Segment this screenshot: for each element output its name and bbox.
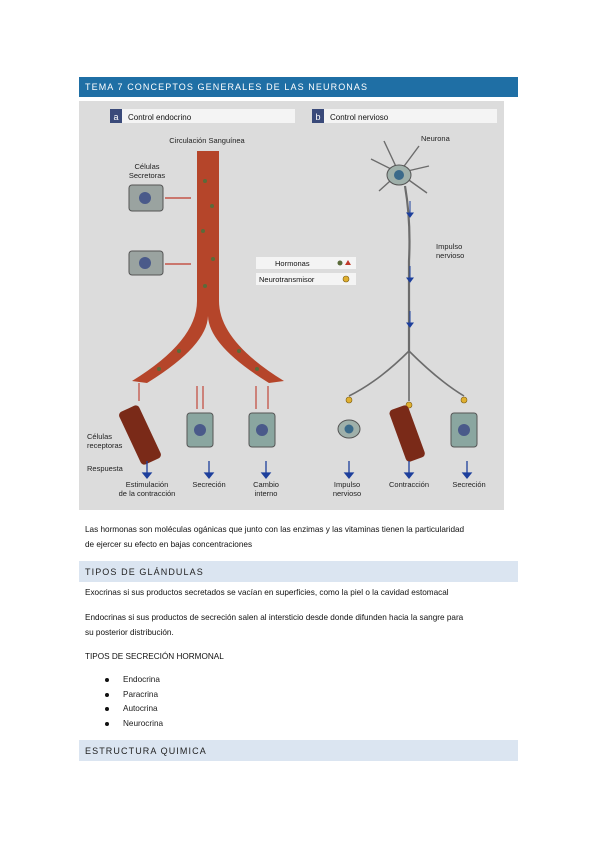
endocrinas-line-1: Endocrinas si sus productos de secreción… (85, 613, 464, 622)
label-celulas-secretoras-2: Secretoras (129, 171, 166, 180)
panel-b-letter: b (315, 112, 320, 122)
section-bar-tipos-glandulas: TIPOS DE GLÁNDULAS (79, 561, 518, 582)
hormone-dots (157, 179, 259, 371)
intro-line-1: Las hormonas son moléculas ogánicas que … (85, 525, 465, 534)
label-secrecion-b: Secreción (452, 480, 485, 489)
intro-line-2: de ejercer su efecto en bajas concentrac… (85, 540, 253, 549)
label-respuesta: Respuesta (87, 464, 124, 473)
tipos-secrecion-heading: TIPOS DE SECRECIÓN HORMONAL (85, 649, 515, 664)
figure-svg: a Control endocrino b Control nervioso C… (87, 109, 497, 498)
endocrine-vs-nervous-figure: a Control endocrino b Control nervioso C… (79, 101, 504, 510)
panel-a-badge (110, 109, 122, 123)
panel-a-header (110, 109, 295, 123)
label-impulso-2: nervioso (436, 251, 464, 260)
panel-b-badge (312, 109, 324, 123)
label-neurona: Neurona (421, 134, 451, 143)
label-celulas-receptoras-2: receptoras (87, 441, 123, 450)
label-impulso-1: Impulso (436, 242, 462, 251)
axon-terminals (348, 350, 465, 401)
secretion-types-list: Endocrina Paracrina Autocrina Neurocrina (105, 673, 163, 731)
page-title: TEMA 7 CONCEPTOS GENERALES DE LAS NEURON… (85, 82, 369, 92)
panel-a-letter: a (113, 112, 118, 122)
label-contraccion: Contracción (389, 480, 429, 489)
bullet-icon (105, 721, 109, 726)
muscle-fiber-b (389, 405, 425, 462)
list-item: Paracrina (105, 688, 163, 703)
bullet-icon (105, 707, 109, 711)
list-item: Autocrina (105, 702, 163, 717)
response-arrows-a (141, 461, 272, 480)
label-secrecion-a: Secreción (192, 480, 225, 489)
section-bar-estructura-quimica: ESTRUCTURA QUIMICA (79, 740, 518, 761)
axon (403, 185, 411, 351)
label-estimulacion-2: de la contracción (119, 489, 176, 498)
blood-vessel (132, 151, 284, 383)
secretory-cell-nucleus-1 (139, 192, 151, 204)
page-header-bar: TEMA 7 CONCEPTOS GENERALES DE LAS NEURON… (79, 77, 518, 97)
muscle-fiber-a (119, 405, 161, 465)
gland-cell-a-nucleus (194, 424, 206, 436)
gland-cell-b-nucleus (458, 424, 470, 436)
panel-a-title: Control endocrino (128, 113, 192, 122)
legend-hormonas (256, 257, 356, 269)
impulse-arrows (406, 201, 414, 328)
list-item: Endocrina (105, 673, 163, 688)
label-circulacion: Circulación Sanguínea (169, 136, 245, 145)
label-cambio-2: interno (255, 489, 278, 498)
label-estimulacion-1: Estimulación (126, 480, 169, 489)
exocrinas-line: Exocrinas si sus productos secretados se… (85, 588, 449, 597)
legend-neurotransmitter-dot (342, 275, 350, 283)
list-item: Neurocrina (105, 717, 163, 732)
secretory-cell-nucleus-2 (139, 257, 151, 269)
label-impulso-b-2: nervioso (333, 489, 361, 498)
hormone-target-arrows (138, 383, 269, 409)
legend-hormone-dot (337, 260, 343, 266)
label-celulas-receptoras-1: Células (87, 432, 112, 441)
intro-paragraph: Las hormonas son moléculas ogánicas que … (85, 522, 515, 552)
section-title-estructura-quimica: ESTRUCTURA QUIMICA (85, 745, 207, 756)
endocrinas-paragraph: Endocrinas si sus productos de secreción… (85, 610, 515, 640)
response-arrows-b (343, 461, 473, 480)
panel-b-title: Control nervioso (330, 113, 389, 122)
bullet-icon (105, 692, 109, 697)
legend-neurotransmisor-label: Neurotransmisor (259, 275, 315, 284)
target-neuron-b-nucleus (344, 424, 354, 434)
label-impulso-b-1: Impulso (334, 480, 360, 489)
neuron-dendrites (370, 140, 430, 194)
tipos-secrecion-label: TIPOS DE SECRECIÓN HORMONAL (85, 652, 224, 661)
section-title-tipos-glandulas: TIPOS DE GLÁNDULAS (85, 566, 204, 577)
legend-hormone-triangle (345, 260, 351, 265)
label-celulas-secretoras-1: Células (134, 162, 159, 171)
neurotransmitter-dots (345, 396, 468, 409)
exocrinas-paragraph: Exocrinas si sus productos secretados se… (85, 585, 515, 600)
label-cambio-1: Cambio (253, 480, 279, 489)
panel-b-header (312, 109, 497, 123)
bullet-icon (105, 678, 109, 682)
internal-cell-a-nucleus (256, 424, 268, 436)
neuron-nucleus (394, 170, 404, 180)
endocrinas-line-2: su posterior distribución. (85, 628, 174, 637)
legend-hormonas-label: Hormonas (275, 259, 310, 268)
legend-neurotransmisor (256, 273, 356, 285)
